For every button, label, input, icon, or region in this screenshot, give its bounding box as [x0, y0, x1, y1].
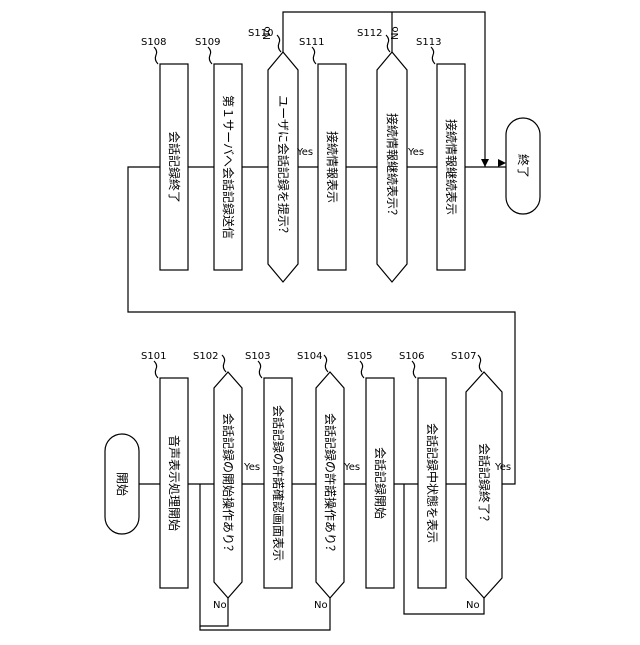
arrowhead-end [498, 159, 506, 167]
s104-id: S104 [297, 351, 322, 362]
s112-yes: Yes [407, 147, 424, 158]
step-s108: 会話記録終了 S108 [141, 37, 188, 270]
s108-id: S108 [141, 37, 166, 48]
s111-id: S111 [299, 37, 324, 48]
arrowheads [481, 159, 506, 167]
s102-no: No [213, 600, 227, 611]
s108-leader [154, 47, 158, 64]
s110-no: No [262, 26, 273, 40]
s101-id: S101 [141, 351, 166, 362]
step-s104: 会話記録の許諾操作あり？ S104 Yes No [297, 351, 360, 611]
step-s109: 第１サーバへ会話記録送信 S109 [195, 37, 242, 270]
s107-leader [478, 355, 482, 372]
s105-leader [360, 361, 364, 378]
s111-text: 接続情報表示 [325, 131, 340, 203]
end-terminal: 終了 [506, 118, 540, 214]
s111-leader [312, 47, 316, 64]
s104-yes: Yes [343, 462, 360, 473]
s102-leader [222, 355, 226, 372]
step-s106: 会話記録中状態を表示 S106 [399, 351, 446, 588]
s109-leader [208, 47, 212, 64]
start-label: 開始 [115, 472, 129, 496]
s110-yes: Yes [296, 147, 313, 158]
step-s110: ユーザに会話記録を提示？ S110 No Yes [248, 26, 313, 282]
s110-leader [277, 35, 281, 52]
s112-no: No [390, 26, 401, 40]
s112-id: S112 [357, 28, 382, 39]
s113-id: S113 [416, 37, 441, 48]
s107-yes: Yes [494, 462, 511, 473]
s104-text: 会話記録の許諾操作あり？ [323, 413, 338, 557]
s112-text: 接続情報継続表示？ [385, 113, 400, 221]
s104-no: No [314, 600, 328, 611]
start-terminal: 開始 [105, 434, 139, 534]
s106-leader [412, 361, 416, 378]
end-label: 終了 [516, 154, 531, 178]
step-s112: 接続情報継続表示？ S112 No Yes [357, 26, 424, 282]
s102-id: S102 [193, 351, 218, 362]
s105-text: 会話記録開始 [373, 447, 388, 519]
s106-text: 会話記録中状態を表示 [425, 423, 440, 543]
s108-text: 会話記録終了 [167, 131, 182, 203]
s109-id: S109 [195, 37, 220, 48]
s110-text: ユーザに会話記録を提示？ [276, 95, 291, 239]
s101-leader [154, 361, 158, 378]
s106-id: S106 [399, 351, 424, 362]
step-s102: 会話記録の開始操作あり？ S102 Yes No [193, 351, 260, 611]
step-s101: 音声表示処理開始 S101 [141, 351, 188, 588]
s103-leader [258, 361, 262, 378]
s113-leader [431, 47, 435, 64]
arrowhead-bypass-merge [481, 159, 489, 167]
s107-text: 会話記録終了？ [477, 443, 492, 527]
step-s107: 会話記録終了？ S107 Yes No [451, 351, 511, 611]
s103-text: 会話記録の許諾確認画面表示 [271, 405, 286, 561]
s113-text: 接続情報継続表示 [444, 119, 459, 215]
s102-yes: Yes [243, 462, 260, 473]
s109-text: 第１サーバへ会話記録送信 [221, 95, 236, 239]
s101-text: 音声表示処理開始 [167, 435, 182, 531]
s103-id: S103 [245, 351, 270, 362]
s107-no: No [466, 600, 480, 611]
s102-text: 会話記録の開始操作あり？ [221, 413, 236, 557]
s107-id: S107 [451, 351, 476, 362]
s104-leader [324, 355, 328, 372]
s105-id: S105 [347, 351, 372, 362]
